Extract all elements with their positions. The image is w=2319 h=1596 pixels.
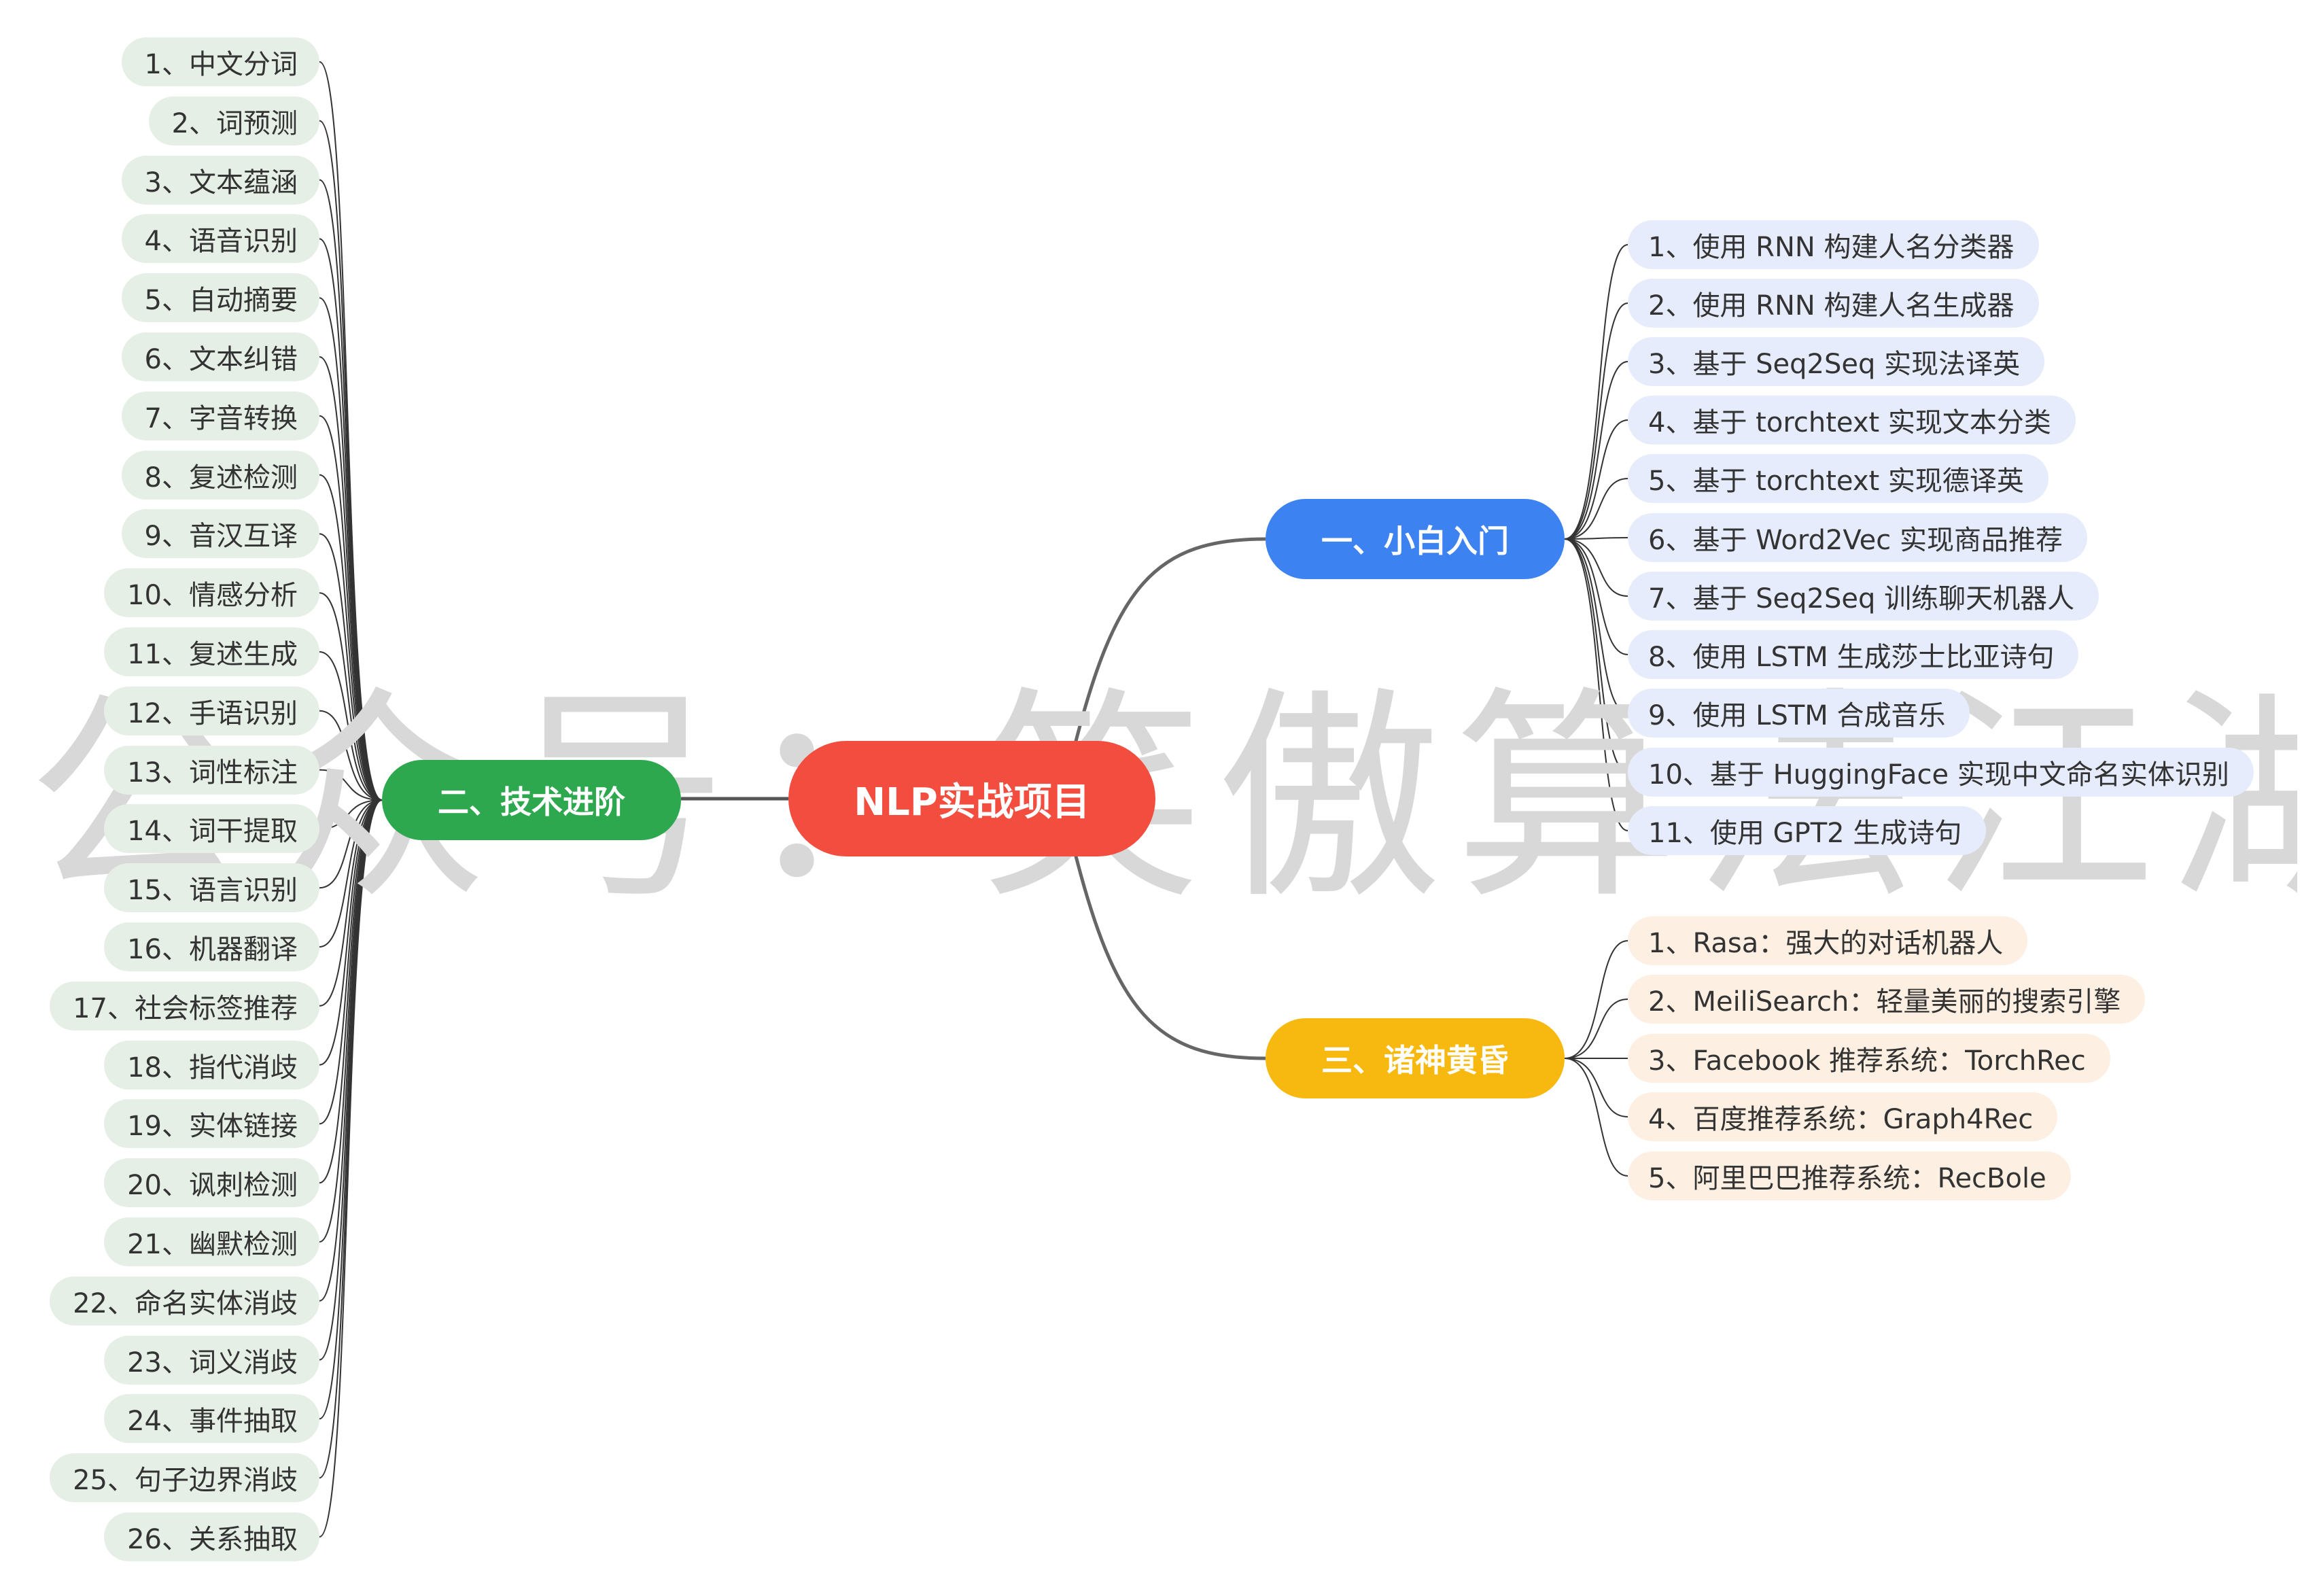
advanced-link xyxy=(319,474,383,801)
intro-link xyxy=(1564,419,1628,540)
advanced-item[interactable]: 14、词干提取 xyxy=(104,804,319,854)
link-root-gods xyxy=(1070,842,1266,1060)
advanced-item[interactable]: 24、事件抽取 xyxy=(104,1394,319,1444)
advanced-item[interactable]: 13、词性标注 xyxy=(104,745,319,795)
advanced-link xyxy=(319,799,383,1125)
advanced-item[interactable]: 20、讽刺检测 xyxy=(104,1158,319,1208)
advanced-item[interactable]: 12、手语识别 xyxy=(104,686,319,735)
advanced-link xyxy=(319,799,383,1243)
advanced-link xyxy=(319,356,383,801)
advanced-link xyxy=(319,769,383,801)
intro-link xyxy=(1564,538,1628,714)
intro-item[interactable]: 9、使用 LSTM 合成音乐 xyxy=(1628,689,1970,738)
advanced-link xyxy=(319,592,383,801)
advanced-item[interactable]: 21、幽默检测 xyxy=(104,1217,319,1266)
advanced-item[interactable]: 1、中文分词 xyxy=(121,37,319,86)
advanced-item[interactable]: 9、音汉互译 xyxy=(121,509,319,559)
intro-item[interactable]: 2、使用 RNN 构建人名生成器 xyxy=(1628,279,2039,328)
advanced-item[interactable]: 10、情感分析 xyxy=(104,568,319,618)
advanced-link xyxy=(319,651,383,801)
gods-link xyxy=(1564,999,1628,1059)
intro-item[interactable]: 6、基于 Word2Vec 实现商品推荐 xyxy=(1628,513,2087,562)
advanced-item[interactable]: 17、社会标签推荐 xyxy=(50,981,319,1030)
intro-item[interactable]: 7、基于 Seq2Seq 训练聊天机器人 xyxy=(1628,572,2099,621)
advanced-item[interactable]: 26、关系抽取 xyxy=(104,1512,319,1561)
advanced-link xyxy=(319,799,383,1066)
gods-link xyxy=(1564,1058,1628,1117)
advanced-link xyxy=(319,799,383,1184)
branch-advanced[interactable]: 二、技术进阶 xyxy=(382,760,681,840)
branch-gods[interactable]: 三、诸神黄昏 xyxy=(1266,1018,1565,1098)
advanced-item[interactable]: 18、指代消歧 xyxy=(104,1040,319,1090)
intro-item[interactable]: 4、基于 torchtext 实现文本分类 xyxy=(1628,396,2076,445)
gods-link xyxy=(1564,940,1628,1059)
advanced-item[interactable]: 19、实体链接 xyxy=(104,1099,319,1149)
advanced-link xyxy=(319,297,383,801)
advanced-item[interactable]: 3、文本蕴涵 xyxy=(121,155,319,205)
advanced-item[interactable]: 2、词预测 xyxy=(148,96,319,145)
root-topic[interactable]: NLP实战项目 xyxy=(788,741,1155,856)
advanced-item[interactable]: 5、自动摘要 xyxy=(121,273,319,323)
intro-link xyxy=(1564,361,1628,540)
intro-item[interactable]: 1、使用 RNN 构建人名分类器 xyxy=(1628,220,2039,269)
advanced-item[interactable]: 8、复述检测 xyxy=(121,450,319,500)
intro-item[interactable]: 3、基于 Seq2Seq 实现法译英 xyxy=(1628,337,2045,386)
advanced-link xyxy=(319,799,383,830)
branch-intro[interactable]: 一、小白入门 xyxy=(1266,499,1565,579)
advanced-link xyxy=(319,238,383,801)
advanced-link xyxy=(319,533,383,801)
intro-item[interactable]: 8、使用 LSTM 生成莎士比亚诗句 xyxy=(1628,630,2079,679)
advanced-item[interactable]: 7、字音转换 xyxy=(121,391,319,440)
link-root-intro xyxy=(1070,537,1266,755)
intro-link xyxy=(1564,302,1628,540)
advanced-item[interactable]: 4、语音识别 xyxy=(121,214,319,264)
advanced-link xyxy=(319,799,383,889)
advanced-link xyxy=(319,179,383,801)
gods-item[interactable]: 3、Facebook 推荐系统：TorchRec xyxy=(1628,1034,2110,1083)
advanced-item[interactable]: 22、命名实体消歧 xyxy=(50,1276,319,1325)
advanced-link xyxy=(319,799,383,948)
intro-link xyxy=(1564,538,1628,597)
intro-item[interactable]: 10、基于 HuggingFace 实现中文命名实体识别 xyxy=(1628,748,2254,797)
gods-item[interactable]: 1、Rasa：强大的对话机器人 xyxy=(1628,916,2028,965)
intro-item[interactable]: 11、使用 GPT2 生成诗句 xyxy=(1628,806,1987,855)
gods-item[interactable]: 5、阿里巴巴推荐系统：RecBole xyxy=(1628,1151,2071,1200)
advanced-link xyxy=(319,799,383,1007)
gods-item[interactable]: 2、MeiliSearch：轻量美丽的搜索引擎 xyxy=(1628,975,2146,1024)
advanced-item[interactable]: 6、文本纠错 xyxy=(121,332,319,381)
intro-link xyxy=(1564,538,1628,831)
intro-link xyxy=(1564,538,1628,773)
intro-link xyxy=(1564,537,1628,540)
advanced-link xyxy=(319,415,383,801)
gods-item[interactable]: 4、百度推荐系统：Graph4Rec xyxy=(1628,1092,2058,1141)
advanced-link xyxy=(319,799,383,1538)
advanced-item[interactable]: 23、词义消歧 xyxy=(104,1335,319,1385)
advanced-item[interactable]: 16、机器翻译 xyxy=(104,922,319,971)
intro-item[interactable]: 5、基于 torchtext 实现德译英 xyxy=(1628,454,2048,503)
intro-link xyxy=(1564,538,1628,655)
advanced-item[interactable]: 11、复述生成 xyxy=(104,627,319,676)
advanced-item[interactable]: 15、语言识别 xyxy=(104,863,319,913)
intro-link xyxy=(1564,478,1628,540)
intro-link xyxy=(1564,244,1628,540)
advanced-item[interactable]: 25、句子边界消歧 xyxy=(50,1453,319,1503)
advanced-link xyxy=(319,710,383,801)
gods-link xyxy=(1564,1058,1628,1177)
